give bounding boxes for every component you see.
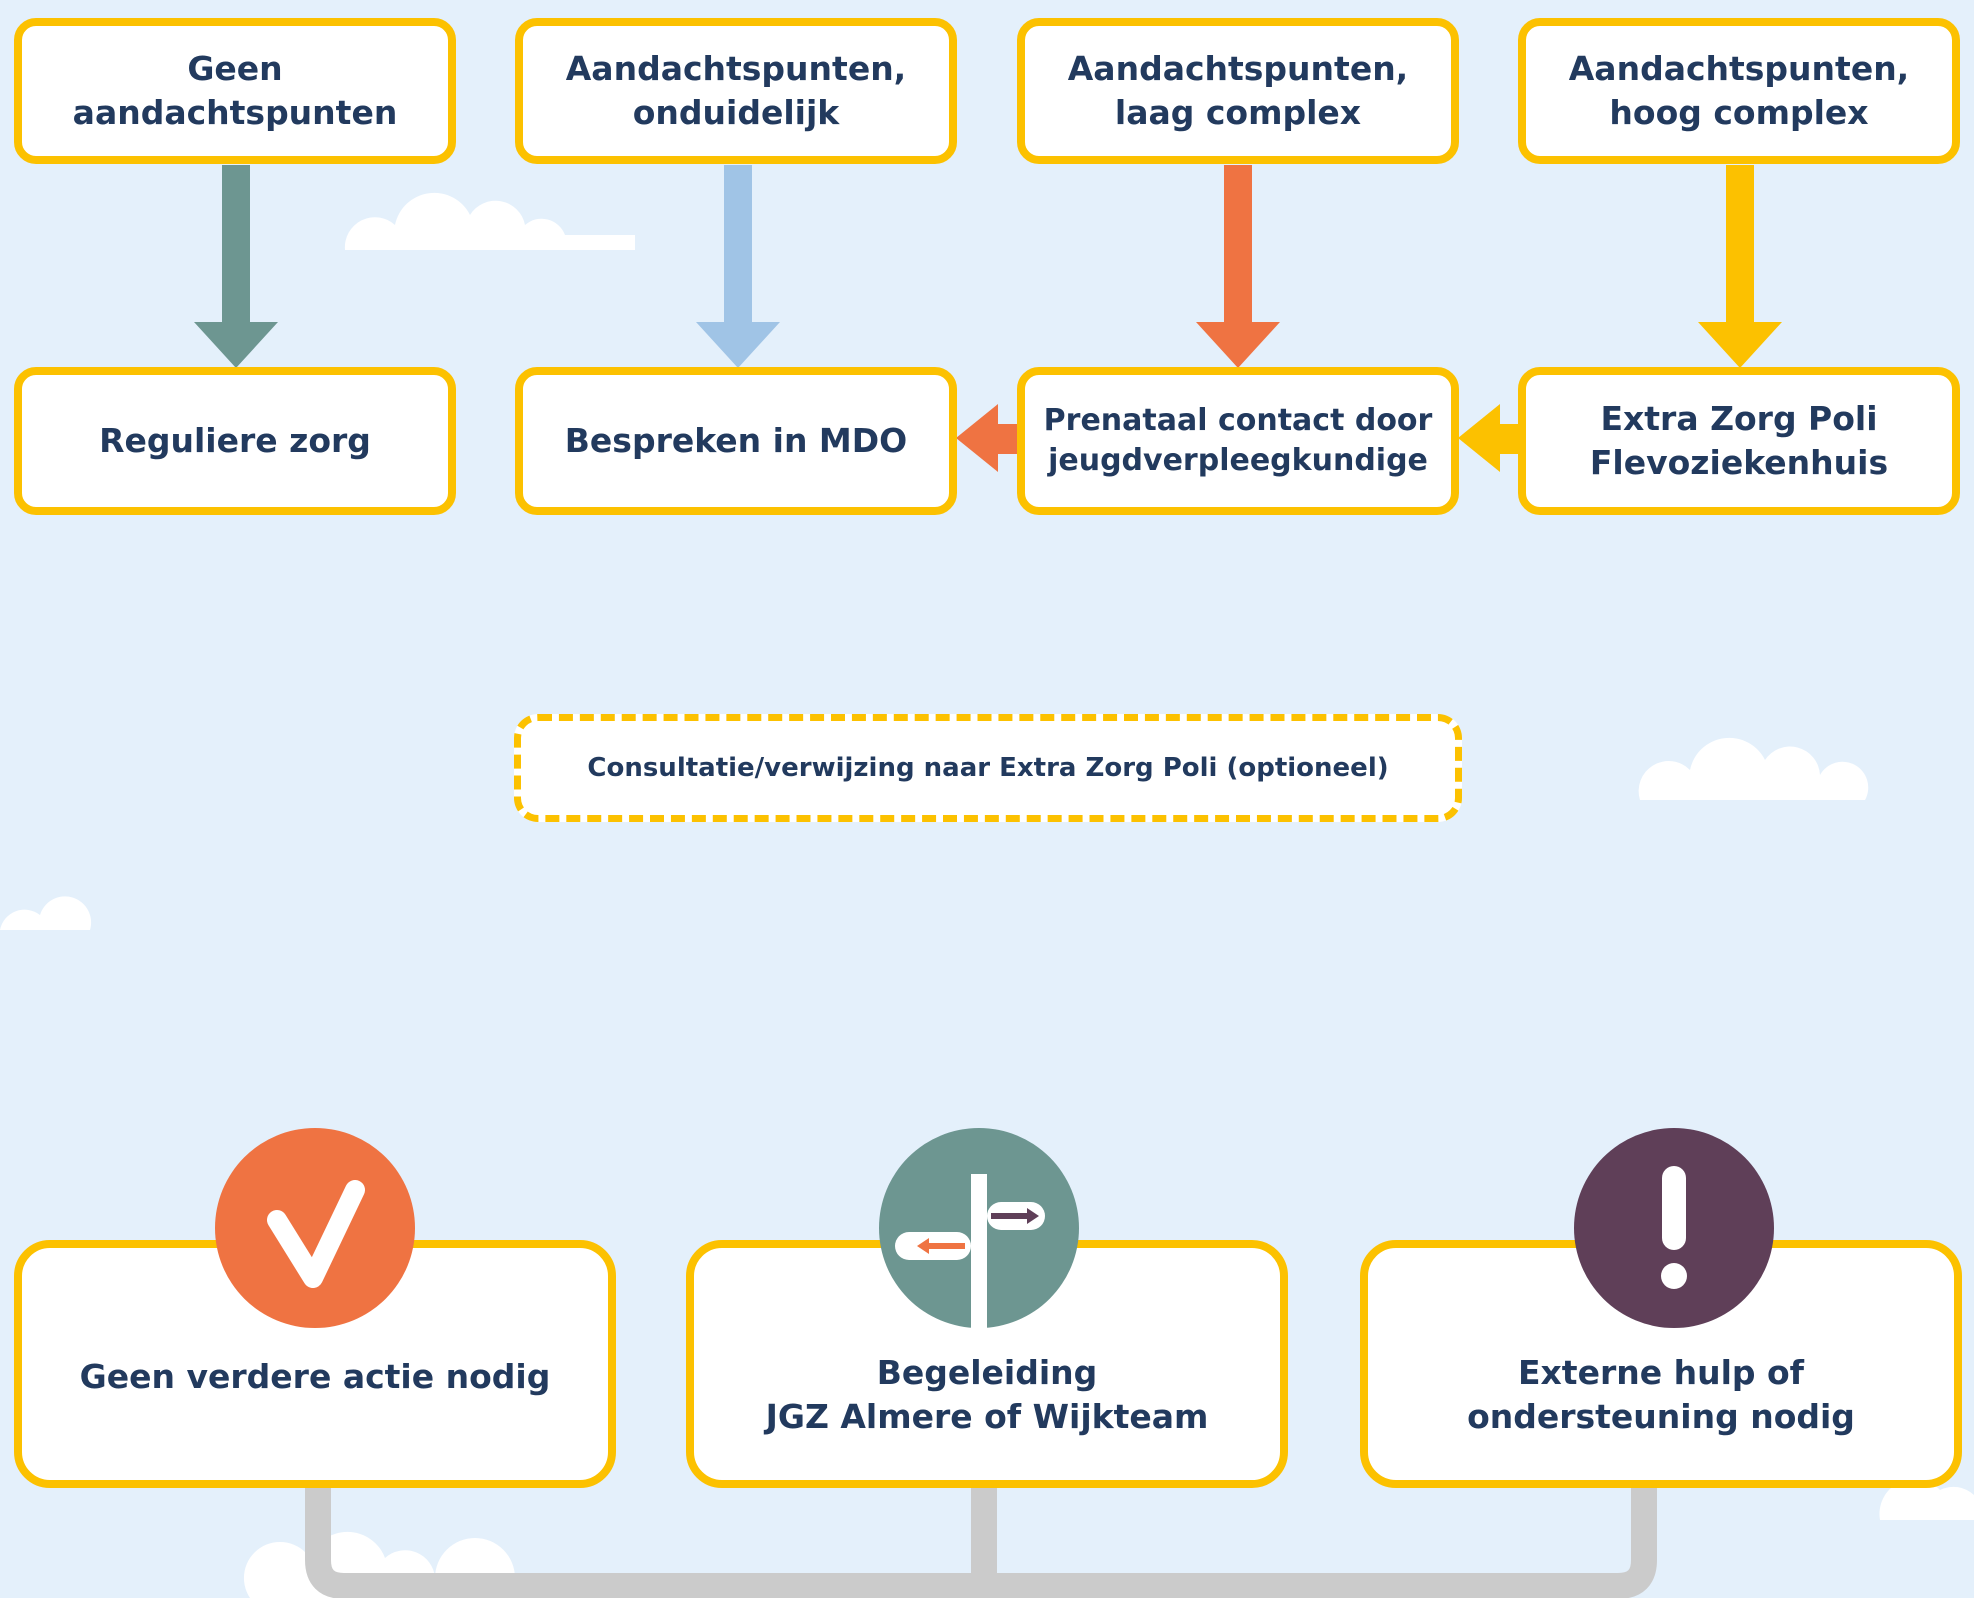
grey-bottom-connector bbox=[305, 1480, 1657, 1598]
box-consultatie-optioneel: Consultatie/verwijzing naar Extra Zorg P… bbox=[514, 714, 1462, 822]
box-extra-zorg-poli: Extra Zorg Poli Flevoziekenhuis bbox=[1518, 367, 1960, 515]
box-geen-aandachtspunten: Geen aandachtspunten bbox=[14, 18, 456, 164]
box-reguliere-zorg: Reguliere zorg bbox=[14, 367, 456, 515]
blue-line bbox=[779, 515, 1671, 1145]
box-geen-verdere-actie: Geen verdere actie nodig bbox=[14, 1240, 616, 1488]
box-aandachtspunten-hoog-complex: Aandachtspunten, hoog complex bbox=[1518, 18, 1960, 164]
box-aandachtspunten-laag-complex: Aandachtspunten, laag complex bbox=[1017, 18, 1459, 164]
top-to-mid-arrows bbox=[194, 165, 1782, 368]
signpost-icon bbox=[879, 1128, 1079, 1328]
orange-line bbox=[1310, 515, 1615, 1150]
teal-line-prenataal bbox=[318, 515, 1173, 1140]
flow-lines bbox=[318, 515, 1740, 1150]
exclamation-icon bbox=[1574, 1128, 1774, 1328]
check-icon bbox=[215, 1128, 415, 1328]
purple-line bbox=[1028, 515, 1239, 1145]
yellow-line bbox=[990, 515, 1740, 1150]
box-aandachtspunten-onduidelijk: Aandachtspunten, onduidelijk bbox=[515, 18, 957, 164]
box-prenataal-contact: Prenataal contact door jeugdverpleegkund… bbox=[1017, 367, 1459, 515]
mid-horizontal-arrows bbox=[956, 404, 1525, 472]
box-bespreken-in-mdo: Bespreken in MDO bbox=[515, 367, 957, 515]
